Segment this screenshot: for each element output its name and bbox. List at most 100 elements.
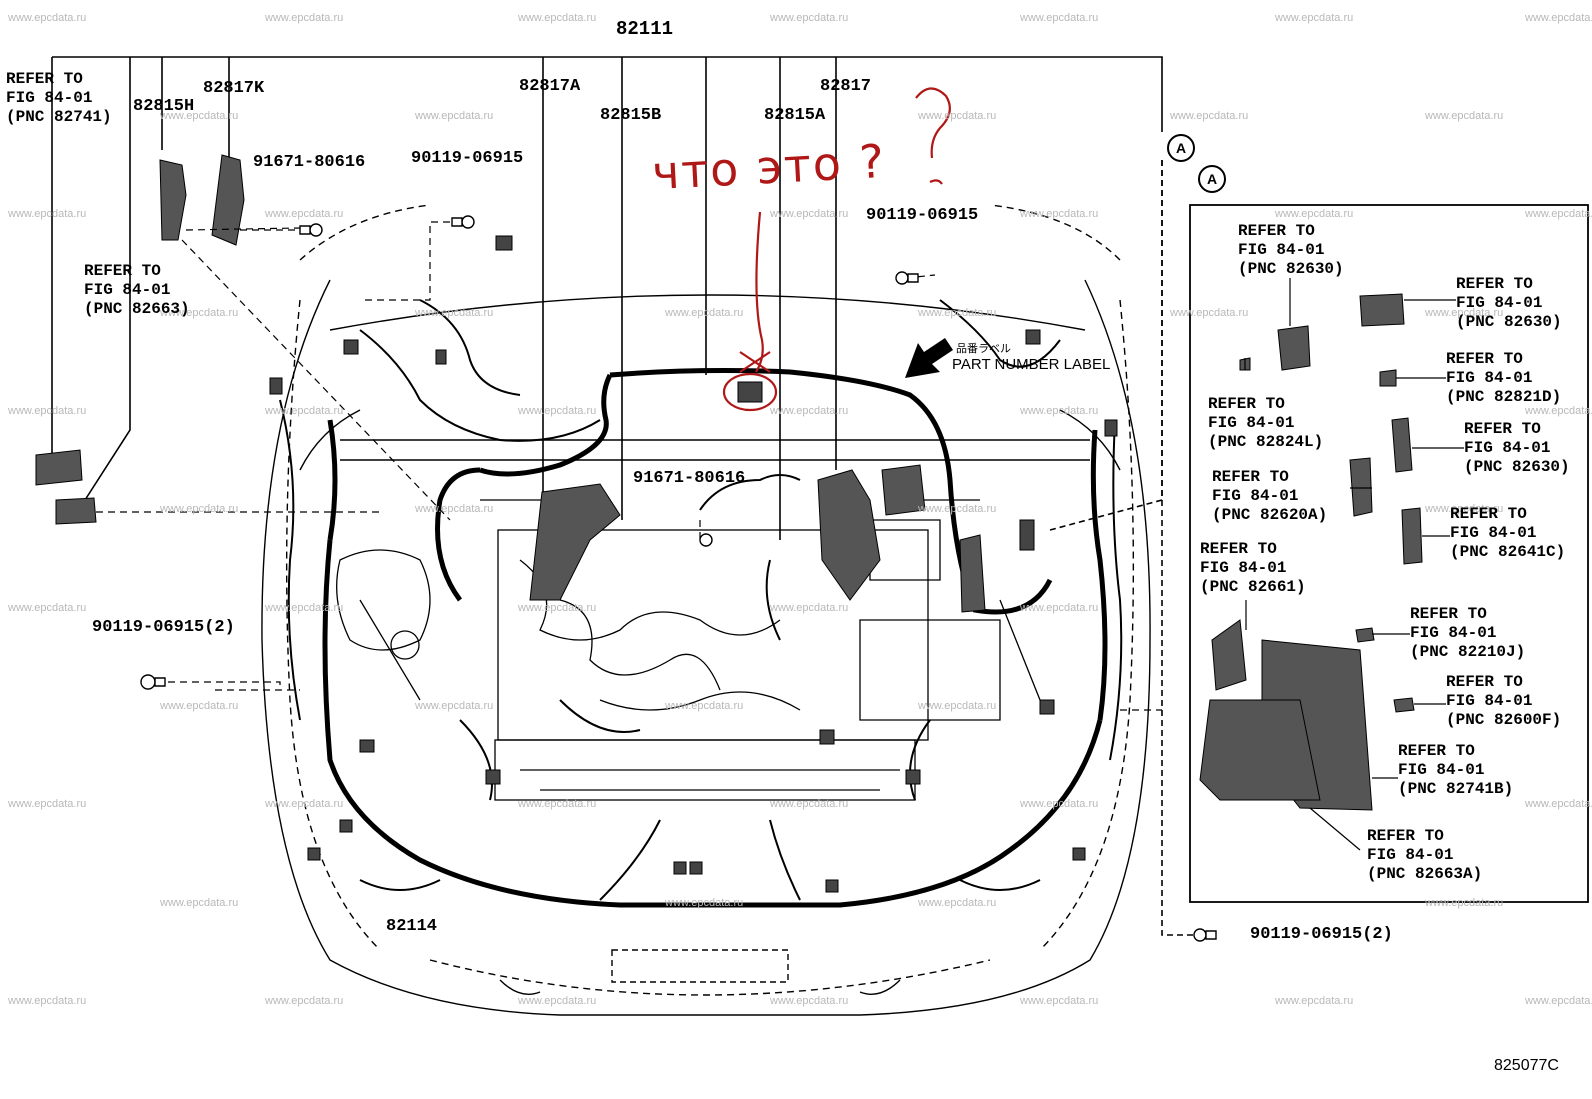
watermark: www.epcdata.ru bbox=[415, 307, 494, 319]
watermark: www.epcdata.ru bbox=[265, 602, 344, 614]
watermark: www.epcdata.ru bbox=[1425, 110, 1504, 122]
watermark: www.epcdata.ru bbox=[1170, 307, 1249, 319]
hand-annotation bbox=[722, 87, 951, 412]
part-number-82114[interactable]: 82114 bbox=[386, 917, 438, 936]
watermark: www.epcdata.ru bbox=[770, 12, 849, 24]
part-number-label-jp: 品番ラベル bbox=[956, 342, 1011, 355]
watermark: www.epcdata.ru bbox=[918, 503, 997, 515]
part-number-82815b[interactable]: 82815B bbox=[600, 106, 662, 125]
watermark: www.epcdata.ru bbox=[770, 208, 849, 220]
watermark: www.epcdata.ru bbox=[518, 995, 597, 1007]
watermark: www.epcdata.ru bbox=[1020, 798, 1099, 810]
watermark: www.epcdata.ru bbox=[518, 12, 597, 24]
watermark: www.epcdata.ru bbox=[1275, 208, 1354, 220]
watermark: www.epcdata.ru bbox=[265, 12, 344, 24]
watermark: www.epcdata.ru bbox=[770, 995, 849, 1007]
watermark: www.epcdata.ru bbox=[415, 110, 494, 122]
watermark: www.epcdata.ru bbox=[1020, 405, 1099, 417]
callout-a[interactable]: A bbox=[1167, 134, 1195, 162]
watermark: www.epcdata.ru bbox=[1525, 208, 1592, 220]
inset-callout-a: A bbox=[1198, 165, 1226, 193]
watermark: www.epcdata.ru bbox=[665, 307, 744, 319]
inset-box bbox=[1189, 204, 1589, 903]
inset-parts bbox=[1199, 293, 1423, 811]
watermark: www.epcdata.ru bbox=[8, 12, 87, 24]
watermark: www.epcdata.ru bbox=[265, 208, 344, 220]
part-number-82817a[interactable]: 82817A bbox=[519, 77, 581, 96]
part-number-91671-80616[interactable]: 91671-80616 bbox=[253, 153, 366, 172]
watermark: www.epcdata.ru bbox=[665, 700, 744, 712]
watermark: www.epcdata.ru bbox=[1425, 307, 1504, 319]
figure-code: 825077C bbox=[1494, 1057, 1559, 1074]
watermark: www.epcdata.ru bbox=[1525, 798, 1592, 810]
watermark: www.epcdata.ru bbox=[160, 700, 239, 712]
watermark: www.epcdata.ru bbox=[770, 798, 849, 810]
part-number-90119-06915[interactable]: 90119-06915 bbox=[866, 206, 979, 225]
watermark: www.epcdata.ru bbox=[415, 503, 494, 515]
watermark: www.epcdata.ru bbox=[160, 897, 239, 909]
engine-block bbox=[336, 499, 1041, 801]
watermark: www.epcdata.ru bbox=[160, 503, 239, 515]
watermark: www.epcdata.ru bbox=[918, 110, 997, 122]
watermark: www.epcdata.ru bbox=[918, 700, 997, 712]
part-number-90119-06915-2[interactable]: 90119-06915(2) bbox=[1250, 925, 1393, 944]
watermark: www.epcdata.ru bbox=[8, 602, 87, 614]
watermark: www.epcdata.ru bbox=[1170, 110, 1249, 122]
watermark: www.epcdata.ru bbox=[265, 405, 344, 417]
watermark: www.epcdata.ru bbox=[1275, 995, 1354, 1007]
watermark: www.epcdata.ru bbox=[1020, 208, 1099, 220]
watermark: www.epcdata.ru bbox=[918, 307, 997, 319]
watermark: www.epcdata.ru bbox=[160, 110, 239, 122]
car-body-outline bbox=[261, 204, 1151, 1016]
watermark: www.epcdata.ru bbox=[8, 995, 87, 1007]
watermark: www.epcdata.ru bbox=[918, 897, 997, 909]
part-number-82817[interactable]: 82817 bbox=[820, 77, 872, 96]
part-number-90119-06915[interactable]: 90119-06915 bbox=[411, 149, 524, 168]
part-number-82815h[interactable]: 82815H bbox=[133, 97, 195, 116]
watermark: www.epcdata.ru bbox=[1425, 897, 1504, 909]
watermark: www.epcdata.ru bbox=[1525, 995, 1592, 1007]
branch-harness bbox=[279, 299, 1123, 901]
arrow-icon bbox=[905, 338, 953, 378]
watermark: www.epcdata.ru bbox=[1020, 12, 1099, 24]
watermark: www.epcdata.ru bbox=[518, 602, 597, 614]
dashed-leaders bbox=[96, 221, 1162, 711]
part-number-82815a[interactable]: 82815A bbox=[764, 106, 826, 125]
inset-leaders bbox=[1244, 278, 1464, 851]
part-number-90119-06915-2[interactable]: 90119-06915(2) bbox=[92, 618, 235, 637]
watermark: www.epcdata.ru bbox=[1425, 503, 1504, 515]
part-number-label: PART NUMBER LABEL bbox=[952, 356, 1111, 373]
part-number-82111[interactable]: 82111 bbox=[616, 18, 674, 40]
watermark: www.epcdata.ru bbox=[8, 798, 87, 810]
watermark: www.epcdata.ru bbox=[8, 208, 87, 220]
part-number-82817k[interactable]: 82817K bbox=[203, 79, 265, 98]
watermark: www.epcdata.ru bbox=[415, 700, 494, 712]
watermark: www.epcdata.ru bbox=[770, 602, 849, 614]
watermark: www.epcdata.ru bbox=[770, 405, 849, 417]
watermark: www.epcdata.ru bbox=[1020, 995, 1099, 1007]
watermark: www.epcdata.ru bbox=[1020, 602, 1099, 614]
watermark: www.epcdata.ru bbox=[665, 897, 744, 909]
main-harness bbox=[322, 368, 1108, 908]
watermark: www.epcdata.ru bbox=[8, 405, 87, 417]
connectors bbox=[269, 235, 1118, 893]
watermark: www.epcdata.ru bbox=[265, 798, 344, 810]
watermark: www.epcdata.ru bbox=[518, 405, 597, 417]
part-number-91671-80616[interactable]: 91671-80616 bbox=[633, 469, 746, 488]
watermark: www.epcdata.ru bbox=[518, 798, 597, 810]
